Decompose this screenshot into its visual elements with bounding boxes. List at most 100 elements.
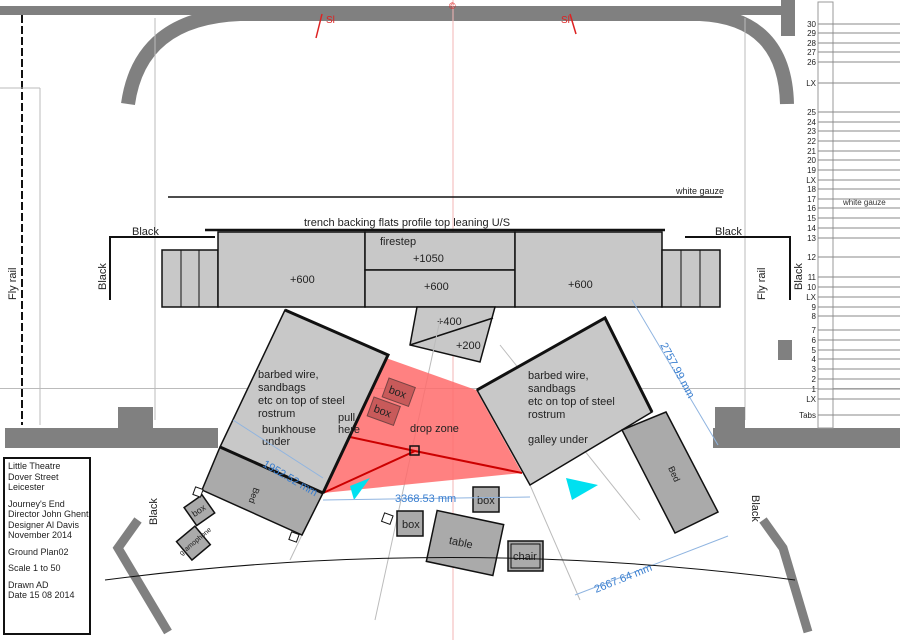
chair-shape [507, 540, 544, 572]
bar-label: 11 [808, 273, 817, 282]
bar-label: 29 [807, 29, 816, 38]
black-side-right-label: Black [793, 263, 805, 290]
pillar [778, 340, 792, 360]
bunkhouse-label: under [262, 436, 290, 448]
box-prop[interactable]: box [472, 486, 500, 513]
stage-front-curve [104, 557, 796, 581]
bar-label: 9 [812, 303, 817, 312]
table-prop[interactable]: table [425, 509, 505, 577]
galley-label: galley under [528, 434, 588, 446]
title-block: Little Theatre Dover Street Leicester Jo… [3, 457, 91, 635]
venue-line: Little Theatre [8, 461, 61, 471]
bar-label: 4 [812, 355, 817, 364]
dimension-line [232, 419, 324, 479]
rostrum-left-text: barbed wire, [258, 369, 319, 381]
platform-left-height: +600 [290, 274, 315, 286]
box-shape [183, 493, 216, 527]
left-steps [161, 249, 219, 308]
flying-bar-list: 3029282726LX25242322212019LX181716151413… [799, 1, 900, 429]
drawn-date: Date 15 08 2014 [8, 590, 75, 600]
black-top-left-label: Black [132, 226, 159, 238]
rostrum-right-text: barbed wire, [528, 370, 589, 382]
drop-zone-label: drop zone [410, 423, 459, 435]
rostrum-edge [284, 308, 391, 494]
pull-here-label: here [338, 424, 360, 436]
box-prop[interactable]: box [366, 396, 401, 427]
bar-label: 13 [807, 234, 816, 243]
bar-label: LX [806, 395, 816, 404]
pull-here-label: pull [338, 412, 355, 424]
black-side-left-label: Black [97, 263, 109, 290]
guide-line [529, 484, 581, 601]
dimension-right-bottom: 2667.64 mm [593, 562, 654, 596]
bar-label: 28 [807, 39, 816, 48]
bar-label: 3 [812, 365, 817, 374]
drop-point [409, 445, 420, 456]
bar-label: 20 [807, 156, 816, 165]
box-prop[interactable]: box [183, 493, 216, 527]
bar-label: 26 [807, 58, 816, 67]
proscenium-left [112, 517, 172, 635]
dimension-centre: 3368.53 mm [395, 493, 456, 505]
box-shape [381, 377, 416, 408]
box-label: box [387, 384, 408, 402]
sl-left-mark: Sl [326, 15, 335, 26]
rostrum-edge [219, 445, 324, 495]
bar-label: 19 [807, 166, 816, 175]
dimension-line [322, 496, 531, 501]
step-divider [409, 317, 494, 346]
bar-label: 16 [807, 204, 816, 213]
pillar [715, 407, 745, 428]
table-label: table [448, 535, 474, 552]
castor [288, 531, 300, 543]
chair-label: chair [513, 551, 537, 563]
gramophone-prop[interactable]: gramophone [173, 520, 219, 564]
bar-label: 15 [807, 214, 816, 223]
production-line: Designer Al Davis [8, 519, 80, 530]
fly-rail-right-label: Fly rail [756, 268, 768, 300]
marker-triangle [566, 478, 598, 500]
box-prop[interactable]: box [381, 377, 416, 408]
cyclorama-arc [121, 7, 794, 106]
drawn-by: Drawn AD [8, 579, 49, 590]
step-lower-height: +200 [456, 340, 481, 352]
bar-gauze-label: white gauze [842, 198, 886, 207]
production-line: Director John Ghent [8, 509, 89, 519]
bar-label: 21 [807, 147, 816, 156]
bed-right[interactable] [620, 411, 720, 534]
chair-prop[interactable]: chair [507, 540, 544, 572]
platform-right-height: +600 [568, 279, 593, 291]
drop-zone-line [322, 450, 416, 494]
bar-label: 22 [807, 137, 816, 146]
platform-right [514, 231, 663, 308]
production-line: Journey's End [8, 498, 65, 509]
sl-right-mark: Sl [561, 15, 570, 26]
box-prop[interactable]: box [396, 510, 424, 537]
drawing-scale: Scale 1 to 50 [8, 563, 61, 573]
box-label: box [372, 403, 393, 421]
fly-rail-left-label: Fly rail [7, 268, 19, 300]
production-line: November 2014 [8, 530, 73, 540]
bunkhouse-label: bunkhouse [262, 424, 316, 436]
bar-label: 6 [812, 336, 817, 345]
right-steps [661, 249, 721, 308]
rostrum-left-text: sandbags [258, 382, 306, 394]
rear-platforms [161, 231, 721, 363]
box-shape [366, 396, 401, 427]
stage-edge-right [713, 428, 900, 448]
rostrum-left-text: rostrum [258, 408, 295, 420]
bar-label: 7 [812, 326, 817, 335]
bar-label: 23 [807, 127, 816, 136]
gramophone-shape [175, 525, 212, 562]
bar-label: 18 [807, 185, 816, 194]
box-shape [472, 486, 500, 513]
rostrum-right-text: sandbags [528, 383, 576, 395]
firestep-label: firestep [380, 236, 416, 248]
drawing-name: Ground Plan02 [8, 546, 69, 557]
table-shape [425, 509, 505, 577]
stage-edge-left [5, 428, 218, 448]
step-unit [409, 306, 496, 363]
black-front-left-label: Black [148, 498, 160, 525]
castor [192, 486, 204, 498]
